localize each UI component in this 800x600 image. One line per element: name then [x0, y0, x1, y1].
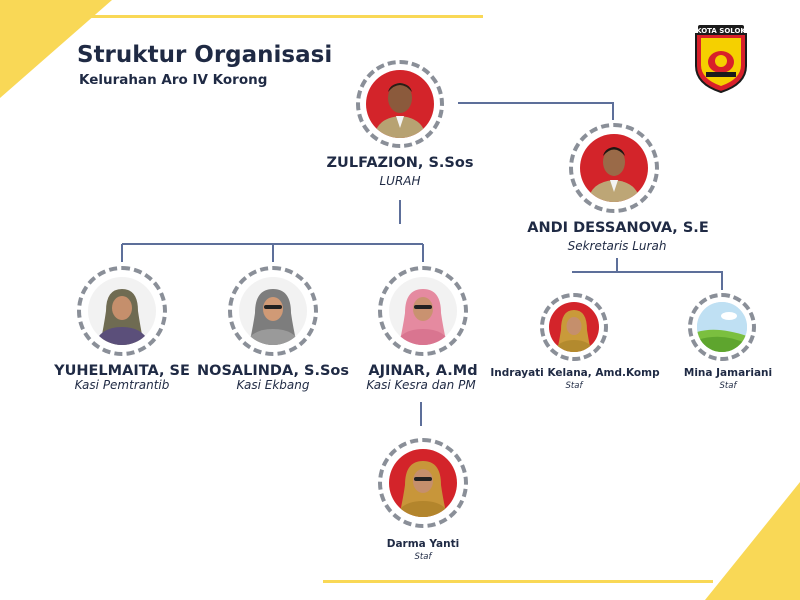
portrait-woman-icon: [245, 289, 301, 345]
portrait-woman-icon: [395, 461, 451, 517]
node-role-lurah: LURAH: [379, 174, 421, 188]
node-role-sekretaris: Sekretaris Lurah: [567, 239, 667, 253]
avatar-lurah: [356, 60, 444, 148]
avatar-sekretaris: [569, 123, 659, 213]
node-role-staf-darma: Staf: [414, 552, 432, 562]
avatar-kasi-kesra: [378, 266, 468, 356]
accent-bar-bottom: [323, 580, 713, 583]
avatar-staf-darma: [378, 438, 468, 528]
node-name-kasi-pemtrantib: YUHELMAITA, SE: [54, 363, 190, 379]
accent-bar-top: [88, 15, 483, 18]
avatar-kasi-pemtrantib: [77, 266, 167, 356]
portrait-woman-icon: [553, 310, 595, 352]
page-title: Struktur Organisasi: [77, 42, 333, 68]
node-role-staf-mina: Staf: [719, 381, 737, 391]
node-role-kasi-pemtrantib: Kasi Pemtrantib: [74, 378, 170, 392]
edge-sekretaris-staf: [572, 258, 723, 290]
node-name-kasi-ekbang: NOSALINDA, S.Sos: [197, 363, 349, 379]
node-name-staf-darma: Darma Yanti: [386, 538, 460, 550]
logo-text: KOTA SOLOK: [696, 27, 746, 35]
portrait-man-icon: [374, 83, 426, 138]
node-role-kasi-ekbang: Kasi Ekbang: [236, 378, 310, 392]
landscape-placeholder-icon: [697, 302, 747, 352]
city-emblem-icon: KOTA SOLOK: [690, 22, 752, 94]
portrait-woman-icon: [395, 289, 451, 345]
node-name-staf-mina: Mina Jamariani: [683, 367, 773, 379]
avatar-staf-mina: [688, 293, 756, 361]
node-role-kasi-kesra: Kasi Kesra dan PM: [366, 378, 476, 392]
portrait-man-icon: [588, 147, 640, 202]
node-name-kasi-kesra: AJINAR, A.Md: [368, 363, 478, 379]
corner-decoration-bottom-right: [705, 482, 800, 600]
edge-lurah-sekretaris: [458, 102, 614, 120]
node-name-lurah: ZULFAZION, S.Sos: [326, 155, 474, 171]
node-name-sekretaris: ANDI DESSANOVA, S.E: [527, 220, 709, 236]
avatar-kasi-ekbang: [228, 266, 318, 356]
page-subtitle: Kelurahan Aro IV Korong: [79, 72, 268, 88]
portrait-woman-icon: [94, 289, 150, 345]
node-name-staf-indrayati: Indrayati Kelana, Amd.Komp: [490, 367, 660, 379]
avatar-staf-indrayati: [540, 293, 608, 361]
node-role-staf-indrayati: Staf: [565, 381, 583, 391]
